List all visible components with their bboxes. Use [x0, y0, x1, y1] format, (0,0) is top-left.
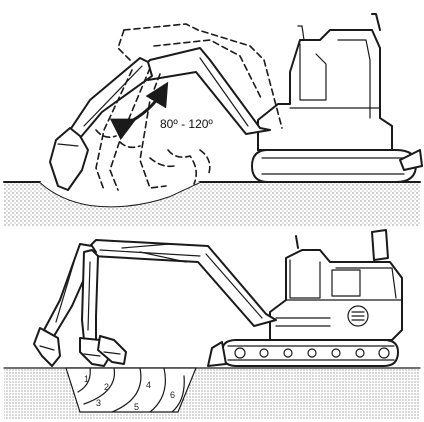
bottom-boom: [88, 240, 276, 326]
bottom-bucket-positions: [34, 328, 126, 366]
bottom-panel: 1 2 3 4 5 6: [4, 230, 420, 420]
swing-angle-label: 80º - 120º: [160, 117, 213, 131]
top-track: [252, 150, 422, 182]
bottom-cab: [270, 230, 402, 340]
top-stick: [70, 58, 152, 138]
dig-zone-6: 6: [170, 390, 175, 400]
dig-zone-1: 1: [84, 374, 89, 384]
dig-zone-5: 5: [134, 402, 139, 412]
bottom-ground: [4, 368, 420, 420]
dozer-blade: [208, 342, 226, 366]
dig-zone-4: 4: [146, 380, 151, 390]
swing-angle-arc-icon: [126, 92, 162, 124]
top-cab: [258, 14, 392, 150]
swing-angle-indicator: 80º - 120º: [126, 92, 213, 131]
dig-zone-3: 3: [96, 398, 101, 408]
top-bucket: [50, 128, 88, 190]
dig-zone-2: 2: [104, 382, 109, 392]
top-panel: 80º - 120º: [4, 14, 422, 226]
bottom-track: [208, 340, 398, 366]
bottom-stick-positions: [44, 244, 98, 340]
panel-divider: [0, 226, 424, 234]
